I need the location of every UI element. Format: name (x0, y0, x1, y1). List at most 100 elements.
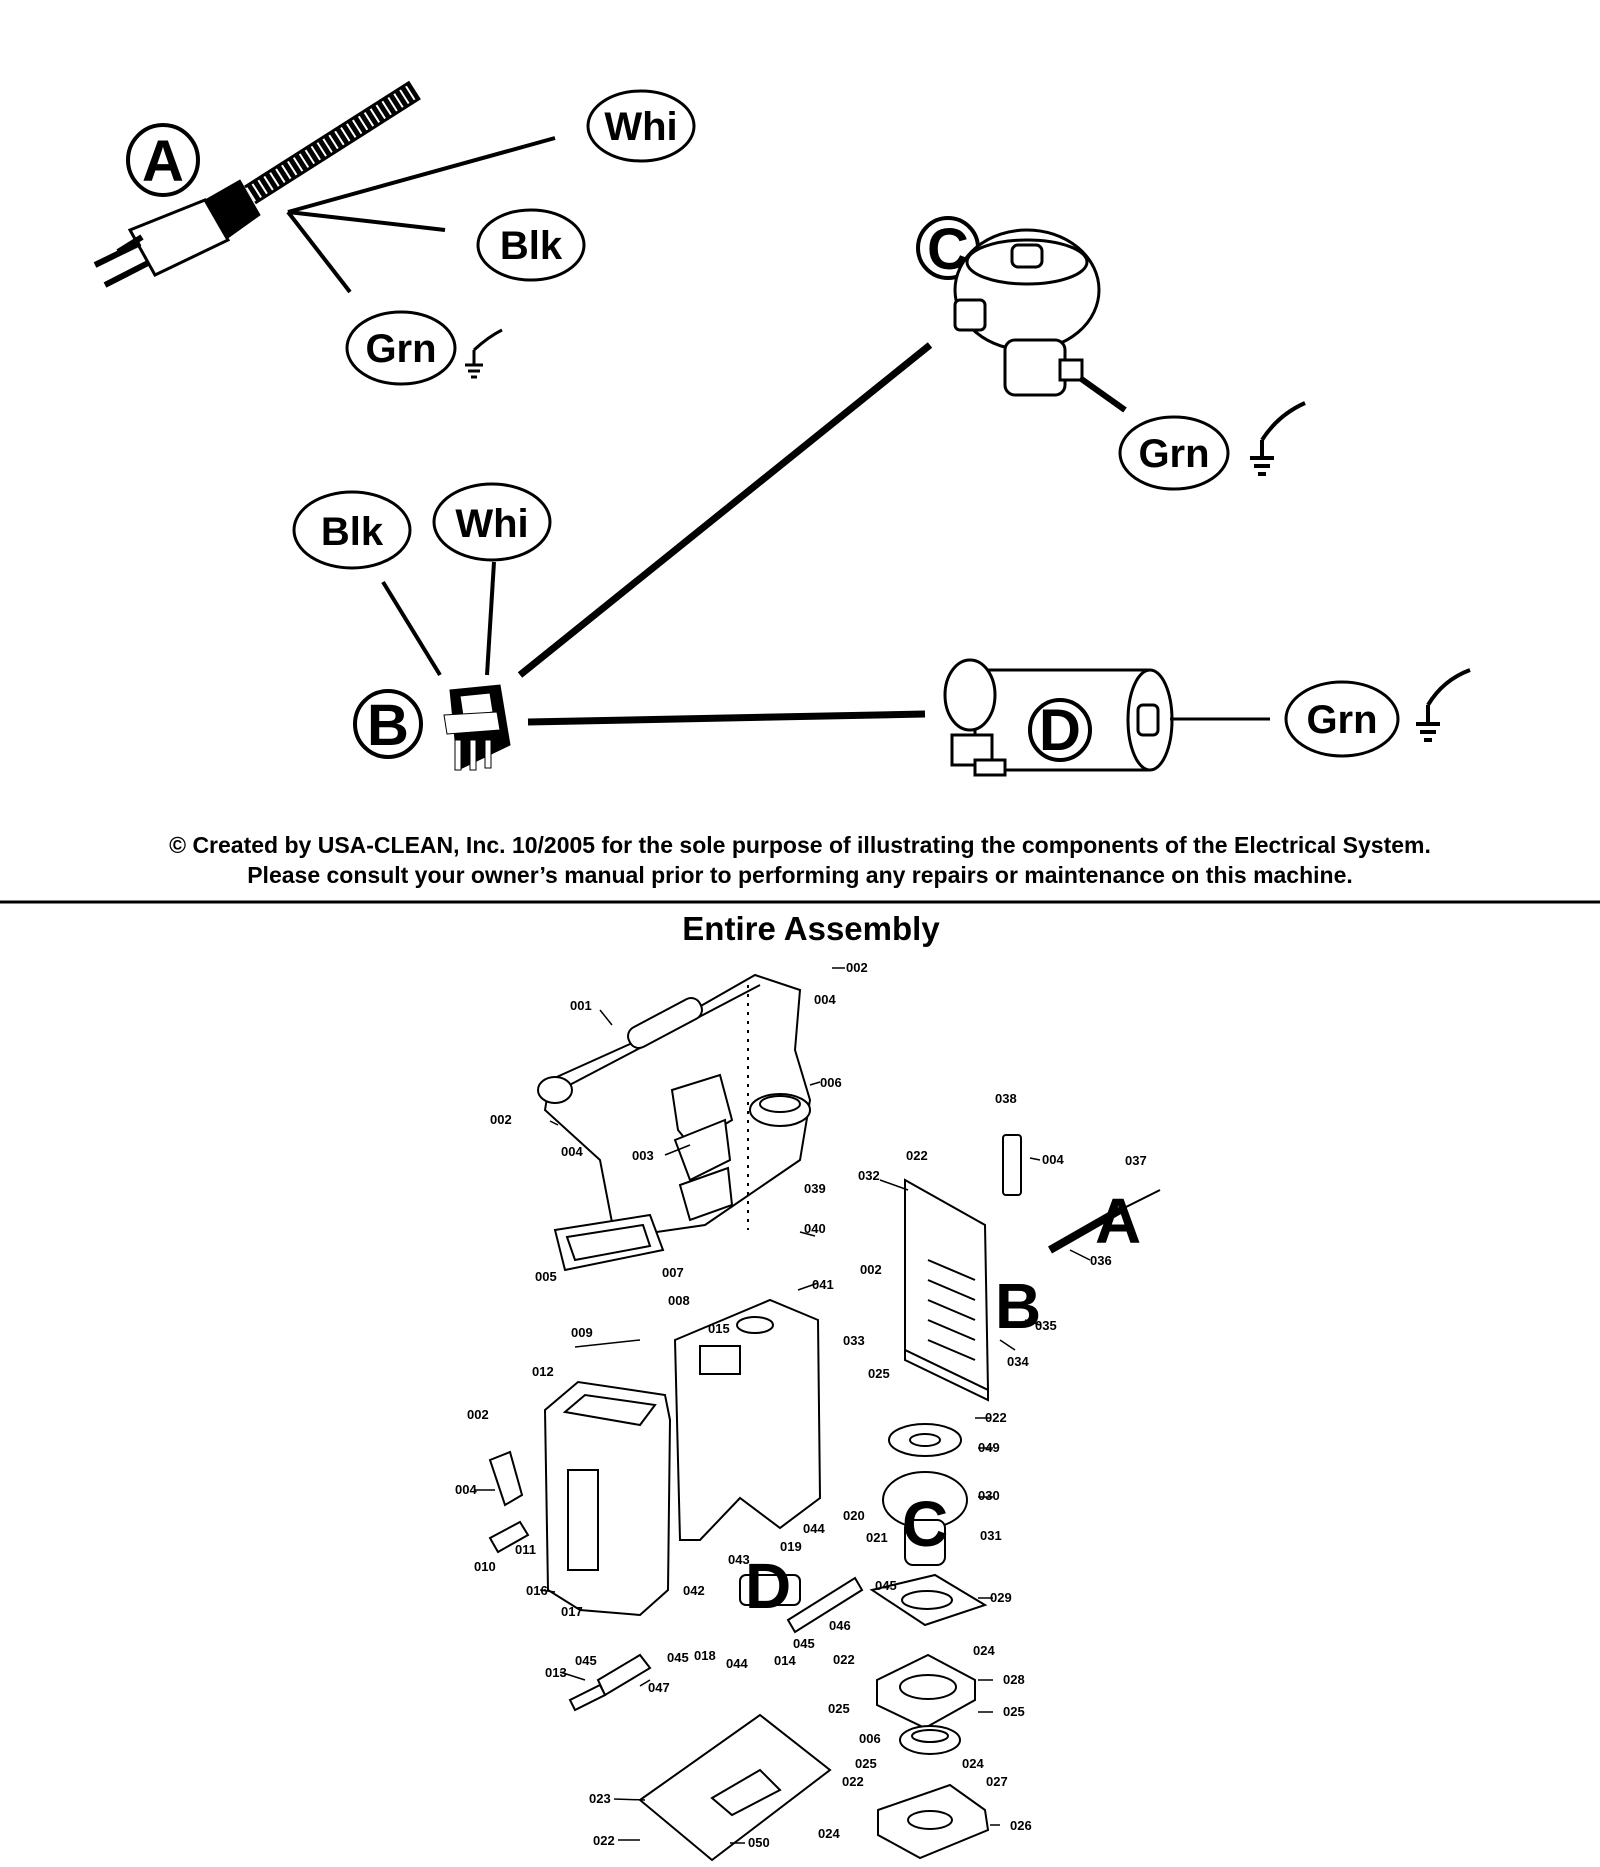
part-label: 015 (708, 1321, 730, 1336)
part-label: 034 (1007, 1354, 1029, 1369)
power-cord-plug (93, 80, 421, 288)
part-label: 026 (1010, 1818, 1032, 1833)
part-label: 027 (986, 1774, 1008, 1789)
component-b-letter: B (367, 693, 409, 758)
wire-label-grn: Grn (365, 327, 436, 371)
part-label: 001 (570, 998, 592, 1013)
part-label: 028 (1003, 1672, 1025, 1687)
part-label: 025 (855, 1756, 877, 1771)
component-a-badge (126, 123, 200, 197)
part-label: 045 (667, 1650, 689, 1665)
wire-b-to-c (517, 342, 933, 678)
part-label: 024 (818, 1826, 840, 1841)
wire-label-whi: Whi (604, 105, 677, 149)
part-label: 013 (545, 1665, 567, 1680)
part-label: 045 (875, 1578, 897, 1593)
part-label: 022 (842, 1774, 864, 1789)
part-label: 010 (474, 1559, 496, 1574)
wire-label-grn-c: Grn (1138, 432, 1209, 476)
part-label: 036 (1090, 1253, 1112, 1268)
wire-label-blk: Blk (500, 224, 563, 268)
ground-icon (1416, 668, 1471, 742)
component-d-badge (1028, 698, 1092, 762)
leader-lines (475, 967, 1091, 1844)
wire-label-blk-b-oval (292, 490, 412, 570)
part-label: 004 (814, 992, 836, 1007)
part-label: 022 (985, 1410, 1007, 1425)
solution-tank (543, 1380, 672, 1617)
part-label: 039 (804, 1181, 826, 1196)
wire-label-grn-c-oval (1118, 415, 1230, 491)
recovery-tank (673, 1298, 822, 1541)
wire-label-grn-d: Grn (1306, 698, 1377, 742)
wire-label-grn-d-oval (1284, 680, 1400, 758)
part-label: 023 (589, 1791, 611, 1806)
assembly-title: Entire Assembly (682, 910, 940, 947)
component-a-letter: A (142, 129, 184, 194)
part-label: 030 (978, 1488, 1000, 1503)
ground-icon (465, 328, 503, 379)
part-label: 038 (995, 1091, 1017, 1106)
part-label: 044 (803, 1521, 825, 1536)
pump-motor (943, 658, 1174, 777)
part-label: 007 (662, 1265, 684, 1280)
part-label: 002 (860, 1262, 882, 1277)
wire-label-blk-b: Blk (321, 510, 384, 554)
part-label: 018 (694, 1648, 716, 1663)
part-label: 043 (728, 1552, 750, 1567)
component-b-badge (353, 689, 423, 759)
part-label: 002 (846, 960, 868, 975)
top-housing (537, 973, 812, 1240)
part-label: 024 (962, 1756, 984, 1771)
component-d-letter: D (1039, 698, 1081, 763)
part-label: 042 (683, 1583, 705, 1598)
part-label: 040 (804, 1221, 826, 1236)
part-label: 032 (858, 1168, 880, 1183)
wire-c-ground (1078, 375, 1127, 413)
part-label: 002 (467, 1407, 489, 1422)
part-label: 022 (906, 1148, 928, 1163)
wire-blk-to-switch (381, 580, 442, 677)
ground-icon (1250, 401, 1306, 476)
wire-label-blk-oval (476, 208, 586, 282)
assembly-callout-c: C (902, 1488, 948, 1560)
part-label: 004 (455, 1482, 477, 1497)
wire-whi-to-switch (485, 561, 496, 676)
part-label: 005 (535, 1269, 557, 1284)
part-label: 022 (593, 1833, 615, 1848)
part-label: 033 (843, 1333, 865, 1348)
part-label: 045 (575, 1653, 597, 1668)
part-label: 044 (726, 1656, 748, 1671)
wiring-diagram: A Whi Blk Grn C (93, 80, 1471, 777)
part-label: 050 (748, 1835, 770, 1850)
part-label: 017 (561, 1604, 583, 1619)
part-label: 046 (829, 1618, 851, 1633)
copyright-notice: © Created by USA-CLEAN, Inc. 10/2005 for… (169, 832, 1431, 858)
part-label: 025 (868, 1366, 890, 1381)
part-label: 047 (648, 1680, 670, 1695)
part-label: 014 (774, 1653, 796, 1668)
part-label: 011 (515, 1542, 536, 1557)
wire-whi (287, 136, 556, 214)
part-label: 049 (978, 1440, 1000, 1455)
part-label: 012 (532, 1364, 554, 1379)
wire-grn (286, 210, 352, 294)
part-label: 009 (571, 1325, 593, 1340)
part-label: 004 (561, 1144, 583, 1159)
part-label: 035 (1035, 1318, 1057, 1333)
maintenance-notice: Please consult your owner’s manual prior… (247, 862, 1353, 888)
part-label: 021 (866, 1530, 888, 1545)
assembly-callout-b: B (995, 1270, 1041, 1342)
part-label: 020 (843, 1508, 865, 1523)
wire-label-whi-b: Whi (455, 502, 528, 546)
part-label: 029 (990, 1590, 1012, 1605)
part-label: 019 (780, 1539, 802, 1554)
part-label: 006 (820, 1075, 842, 1090)
part-label: 024 (973, 1643, 995, 1658)
part-label: 031 (980, 1528, 1002, 1543)
part-label: 003 (632, 1148, 654, 1163)
wire-blk (287, 210, 446, 232)
part-label: 025 (828, 1701, 850, 1716)
part-label: 022 (833, 1652, 855, 1667)
